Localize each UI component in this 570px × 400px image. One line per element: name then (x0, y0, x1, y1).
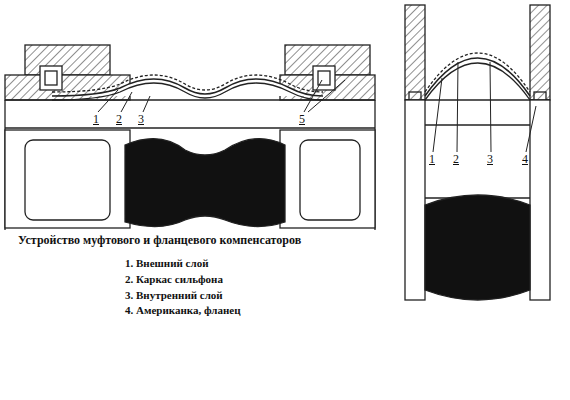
threaded-joint (5, 45, 375, 230)
callout-number: 1 (92, 113, 100, 126)
callout-number: 5 (298, 113, 306, 126)
caption: Устройство муфтового и фланцевого компен… (18, 233, 301, 247)
legend-item: 4. Американка, фланец (125, 304, 241, 317)
callout-number: 3 (137, 113, 145, 126)
legend-item: 2. Каркас сильфона (125, 273, 223, 286)
legend-item: 1. Внешний слой (125, 257, 209, 270)
callout-number: 1 (428, 153, 436, 166)
callout-number: 4 (521, 153, 529, 166)
flanged-joint (405, 5, 550, 300)
legend-item: 3. Внутренний слой (125, 289, 223, 302)
callout-number: 2 (115, 113, 123, 126)
callout-number: 3 (486, 153, 494, 166)
callout-number: 2 (452, 153, 460, 166)
